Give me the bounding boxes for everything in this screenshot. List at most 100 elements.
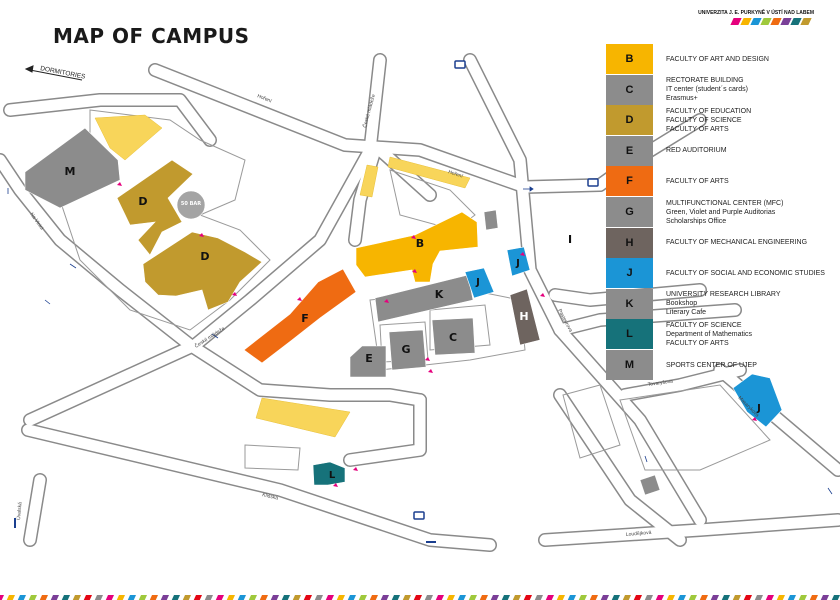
building-label-e[interactable]: E bbox=[365, 352, 373, 365]
building-label-b[interactable]: B bbox=[416, 237, 424, 250]
building-label-d[interactable]: D bbox=[138, 195, 147, 208]
legend-line: FACULTY OF EDUCATION bbox=[666, 107, 752, 115]
stripe-segment bbox=[281, 595, 290, 600]
building-label-g[interactable]: G bbox=[401, 343, 410, 356]
legend-line: FACULTY OF ART AND DESIGN bbox=[666, 55, 769, 63]
legend-line: SPORTS CENTER OF UJEP bbox=[666, 361, 757, 369]
stripe-segment bbox=[336, 595, 345, 600]
legend-line: RECTORATE BUILDING bbox=[666, 77, 744, 85]
legend-line: Department of Mathematics bbox=[666, 330, 752, 338]
legend-swatch: G bbox=[606, 197, 653, 227]
stripe-segment bbox=[501, 595, 510, 600]
stripe-segment bbox=[666, 595, 675, 600]
stripe-segment bbox=[512, 595, 521, 600]
stripe-segment bbox=[50, 595, 59, 600]
stripe-segment bbox=[39, 595, 48, 600]
building-g bbox=[388, 329, 427, 371]
stripe-segment bbox=[325, 595, 334, 600]
stripe-segment bbox=[369, 595, 378, 600]
stripe-segment bbox=[611, 595, 620, 600]
building-50-bar bbox=[176, 190, 206, 220]
legend-line: Erasmus+ bbox=[666, 95, 698, 103]
stripe-segment bbox=[589, 595, 598, 600]
road-network bbox=[0, 53, 840, 552]
legend-description: FACULTY OF ART AND DESIGN bbox=[666, 44, 769, 74]
stripe-segment bbox=[457, 595, 466, 600]
street-label: Hoření bbox=[256, 93, 273, 104]
legend-description: RED AUDITORIUM bbox=[666, 136, 727, 166]
stripe-segment bbox=[622, 595, 631, 600]
one-way-arrows bbox=[7, 186, 833, 495]
building-j-main bbox=[464, 267, 495, 299]
building-label-k[interactable]: K bbox=[435, 288, 444, 301]
stripe-segment bbox=[446, 595, 455, 600]
legend-line: FACULTY OF SCIENCE bbox=[666, 116, 742, 124]
stripe-segment bbox=[237, 595, 246, 600]
university-logo-stripes bbox=[730, 18, 812, 25]
building-label-j[interactable]: J bbox=[515, 258, 520, 269]
legend-swatch: J bbox=[606, 258, 653, 289]
building-j-small bbox=[506, 246, 531, 277]
building-label-j[interactable]: J bbox=[756, 403, 761, 414]
legend-description: MULTIFUNCTIONAL CENTER (MFC)Green, Viole… bbox=[666, 197, 783, 227]
building-label-f[interactable]: F bbox=[301, 312, 309, 325]
building-d-upper bbox=[116, 159, 194, 256]
stripe-segment bbox=[534, 595, 543, 600]
stripe-segment bbox=[435, 595, 444, 600]
stripe-segment bbox=[754, 595, 763, 600]
bus-stop-marker bbox=[14, 518, 16, 528]
legend-row[interactable]: G MULTIFUNCTIONAL CENTER (MFC)Green, Viol… bbox=[606, 197, 831, 227]
legend-line: IT center (student´s cards) bbox=[666, 86, 748, 94]
building-label-i[interactable]: I bbox=[568, 233, 572, 246]
legend-row[interactable]: B FACULTY OF ART AND DESIGN bbox=[606, 44, 831, 74]
legend-line: Literary Cafe bbox=[666, 309, 707, 317]
bus-stop-marker bbox=[426, 541, 436, 543]
legend-swatch: B bbox=[606, 44, 653, 74]
stripe-segment bbox=[182, 595, 191, 600]
stripe-segment bbox=[820, 595, 829, 600]
legend-description: SPORTS CENTER OF UJEP bbox=[666, 350, 757, 380]
building-b bbox=[355, 211, 479, 283]
stripe-segment bbox=[61, 595, 70, 600]
stripe-segment bbox=[402, 595, 411, 600]
building-label-j[interactable]: J bbox=[475, 277, 480, 288]
stripe-segment bbox=[633, 595, 642, 600]
stripe-segment bbox=[655, 595, 664, 600]
stripe-segment bbox=[798, 595, 807, 600]
bottom-stripe-bar bbox=[0, 591, 840, 600]
legend-swatch: D bbox=[606, 105, 653, 136]
stripe-segment bbox=[248, 595, 257, 600]
legend-description: FACULTY OF ARTS bbox=[666, 166, 729, 196]
stripe-segment bbox=[523, 595, 532, 600]
stripe-segment bbox=[776, 595, 785, 600]
building-label-d[interactable]: D bbox=[200, 250, 209, 263]
building-label-bar[interactable]: 50 BAR bbox=[181, 201, 201, 207]
building-label-h[interactable]: H bbox=[519, 310, 528, 323]
legend-line: FACULTY OF ARTS bbox=[666, 177, 729, 185]
legend-line: MULTIFUNCTIONAL CENTER (MFC) bbox=[666, 199, 784, 207]
building-label-l[interactable]: L bbox=[329, 470, 336, 481]
stripe-segment bbox=[292, 595, 301, 600]
building-label-m[interactable]: M bbox=[65, 165, 76, 178]
building-e bbox=[349, 345, 387, 378]
stripe-segment bbox=[270, 595, 279, 600]
building-label-c[interactable]: C bbox=[449, 331, 457, 344]
stripe-segment bbox=[688, 595, 697, 600]
legend-line: Green, Violet and Purple Auditorias bbox=[666, 208, 776, 216]
stripe-segment bbox=[809, 595, 818, 600]
legend-line: FACULTY OF SCIENCE bbox=[666, 321, 742, 329]
building-m bbox=[24, 127, 121, 209]
building-f bbox=[243, 268, 357, 364]
stripe-segment bbox=[193, 595, 202, 600]
logo-stripe bbox=[800, 18, 812, 25]
